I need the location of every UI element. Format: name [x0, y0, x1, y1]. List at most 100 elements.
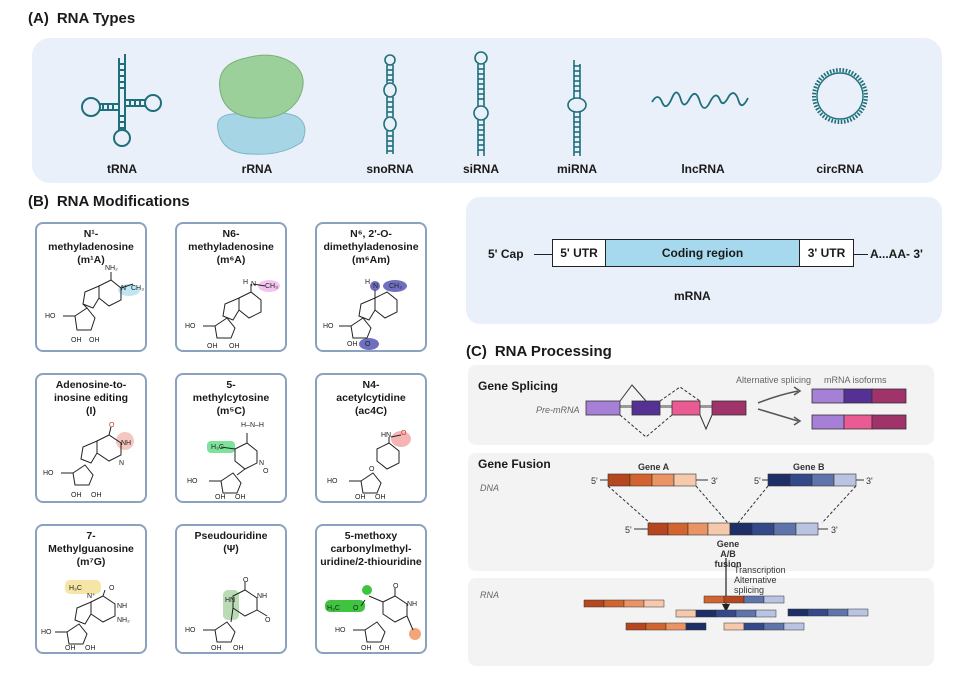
gene-fusion-panel: Gene Fusion DNA Gene A Gene B 5' 3' 5' 3…: [468, 453, 934, 571]
modification-name: Pseudouridine (Ψ): [194, 530, 268, 555]
svg-text:CH₃: CH₃: [265, 283, 278, 290]
gene-a-5prime: 5': [591, 476, 598, 486]
svg-text:CH₃: CH₃: [131, 285, 144, 292]
svg-text:OH: OH: [71, 337, 82, 344]
svg-text:N: N: [119, 460, 124, 467]
utr3-segment: 3' UTR: [800, 239, 854, 267]
mrna-cap-line: [534, 254, 552, 255]
poly-a-tail-label: A...AA- 3': [870, 247, 923, 261]
mrna-cap-label: 5' Cap: [488, 247, 524, 261]
transcription-steps: Transcription Alternative splicing: [734, 565, 786, 595]
svg-text:OH: OH: [355, 494, 366, 501]
rna-type-mirna: miRNA: [532, 38, 622, 183]
circrna-icon: [812, 68, 868, 124]
svg-text:OH: OH: [207, 343, 218, 350]
svg-text:N: N: [251, 281, 256, 288]
svg-text:N⁺: N⁺: [87, 593, 96, 600]
svg-text:NH: NH: [257, 593, 267, 600]
svg-text:O: O: [369, 466, 375, 473]
gene-fusion-title: Gene Fusion: [478, 457, 551, 471]
mrna-panel: 5' Cap 5' UTR Coding region 3' UTR A...A…: [466, 197, 942, 324]
gene-splicing-panel: Gene Splicing Pre-mRNA Alternative splic…: [468, 365, 934, 445]
rna-type-rrna: rRNA: [212, 38, 306, 183]
svg-text:N: N: [259, 460, 264, 467]
rna-products-diagram: [583, 558, 869, 631]
svg-text:O: O: [265, 617, 271, 624]
coding-region-segment: Coding region: [606, 239, 800, 267]
svg-text:O: O: [109, 585, 115, 592]
svg-text:H: H: [243, 279, 248, 286]
svg-text:H₃C: H₃C: [69, 585, 82, 592]
svg-text:O: O: [365, 341, 371, 348]
rna-type-trna: tRNA: [77, 38, 167, 183]
svg-text:OH: OH: [89, 337, 100, 344]
svg-text:OH: OH: [379, 645, 390, 652]
rna-type-snorna: snoRNA: [345, 38, 435, 183]
gene-b-5prime: 5': [754, 476, 761, 486]
svg-text:HO: HO: [335, 627, 346, 634]
svg-text:CH₃: CH₃: [389, 283, 402, 290]
svg-text:HO: HO: [327, 478, 338, 485]
rna-type-label: siRNA: [462, 162, 499, 176]
fusion-3prime: 3': [831, 525, 838, 535]
svg-text:H₃C: H₃C: [327, 605, 340, 612]
splicing-diagram: [585, 384, 907, 438]
svg-text:HO: HO: [185, 323, 196, 330]
svg-text:O: O: [393, 583, 399, 590]
modification-card-mcm5s2u: 5-methoxy carbonylmethyl- uridine/2-thio…: [315, 524, 427, 654]
rrna-icon: [217, 54, 306, 155]
svg-text:O: O: [353, 605, 359, 612]
svg-text:O: O: [243, 577, 249, 584]
svg-text:OH: OH: [211, 645, 222, 652]
rna-type-lncrna: lncRNA: [648, 38, 749, 183]
svg-text:HO: HO: [43, 470, 54, 477]
rna-label: RNA: [480, 590, 500, 600]
modification-name: 5-methoxy carbonylmethyl- uridine/2-thio…: [320, 530, 422, 568]
svg-text:OH: OH: [347, 341, 358, 348]
svg-text:OH: OH: [91, 492, 102, 499]
pre-mrna-label: Pre-mRNA: [536, 405, 580, 415]
svg-text:OH: OH: [85, 645, 96, 652]
utr5-segment: 5' UTR: [552, 239, 606, 267]
svg-text:HN: HN: [225, 597, 235, 604]
gene-a-label: Gene A: [638, 462, 670, 472]
mrna-tail-line: [854, 254, 868, 255]
svg-text:HO: HO: [187, 478, 198, 485]
modification-name: N6- methyladenosine (m⁶A): [188, 228, 274, 266]
modification-name: N¹- methyladenosine (m¹A): [48, 228, 134, 266]
svg-text:H–N–H: H–N–H: [241, 422, 264, 429]
svg-text:O: O: [263, 468, 269, 475]
svg-text:HO: HO: [41, 629, 52, 636]
fusion-label: Gene A/B fusion: [714, 539, 742, 569]
rna-type-label: rRNA: [241, 162, 273, 176]
gene-a-3prime: 3': [711, 476, 718, 486]
section-c-title: (C)RNA Processing: [466, 343, 612, 360]
rna-types-panel: tRNA rRNA snoRNA: [32, 38, 942, 183]
svg-text:NH₂: NH₂: [105, 265, 118, 272]
alternative-splicing-label: Alternative splicing: [736, 375, 812, 385]
svg-text:OH: OH: [71, 492, 82, 499]
modification-name: 7- Methylguanosine (m⁷G): [48, 530, 134, 568]
svg-text:NH: NH: [121, 440, 131, 447]
section-b-title: (B)RNA Modifications: [28, 193, 190, 210]
rna-type-label: lncRNA: [681, 162, 725, 176]
svg-text:HN: HN: [381, 432, 391, 439]
mrna-label: mRNA: [674, 289, 711, 303]
svg-text:NH₂: NH₂: [117, 617, 130, 624]
svg-text:N: N: [373, 283, 378, 290]
mirna-icon: [567, 60, 587, 156]
modification-name: Adenosine-to- inosine editing (I): [53, 379, 129, 417]
svg-text:OH: OH: [361, 645, 372, 652]
